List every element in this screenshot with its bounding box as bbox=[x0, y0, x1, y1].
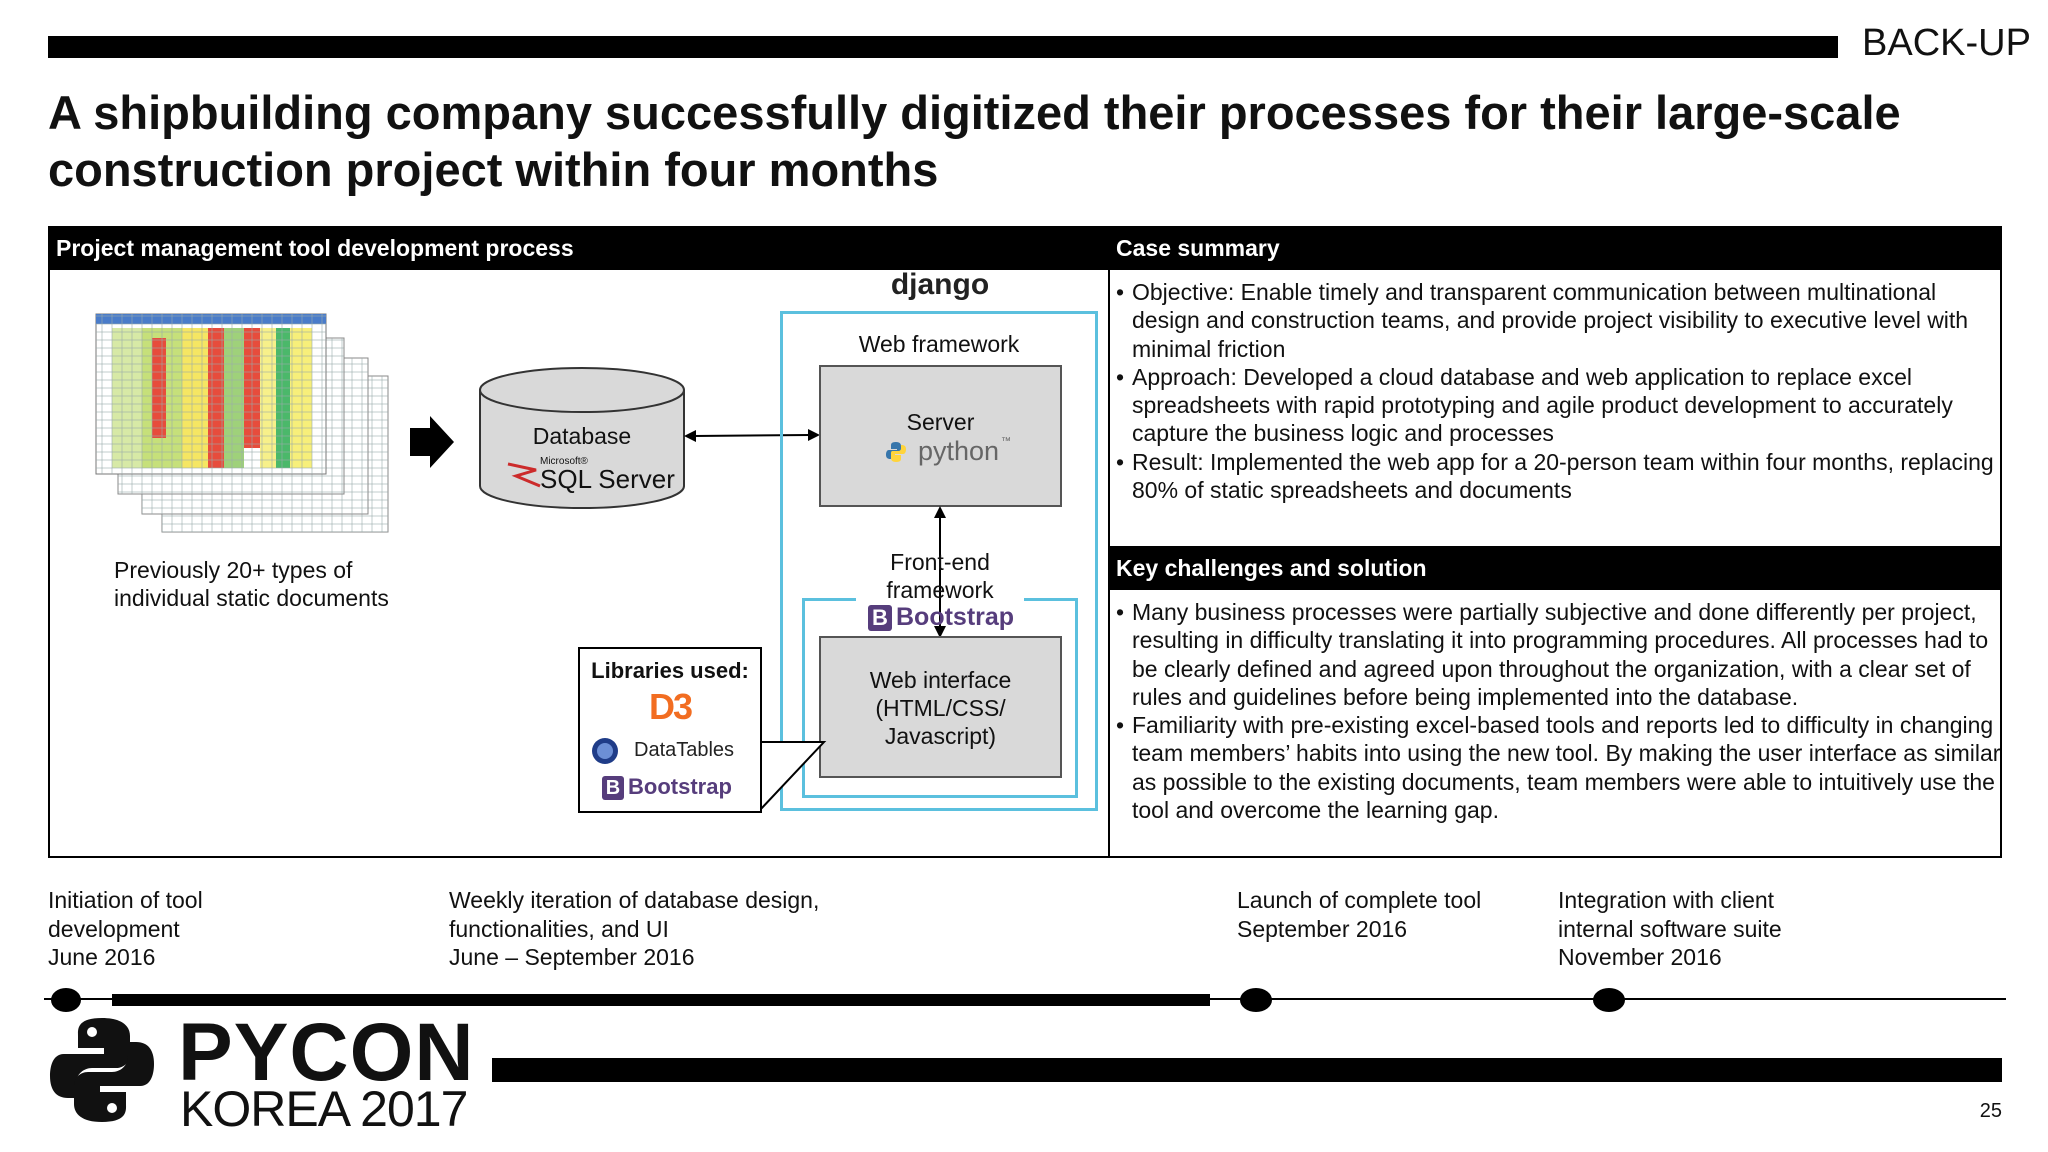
frontend-box-top-left bbox=[802, 598, 856, 601]
slide-title: A shipbuilding company successfully digi… bbox=[48, 86, 1901, 196]
page-number: 25 bbox=[1979, 1100, 2002, 1122]
case-summary-list: Objective: Enable timely and transparent… bbox=[1110, 278, 2000, 504]
libraries-callout-pointer bbox=[759, 741, 827, 811]
datatables-icon bbox=[592, 738, 618, 764]
timeline-track bbox=[44, 988, 2006, 1012]
timeline-line: development bbox=[48, 915, 180, 942]
timeline-label-launch: Launch of complete tool September 2016 bbox=[1237, 886, 1481, 943]
libraries-heading: Libraries used: bbox=[591, 658, 749, 683]
frontend-line: Front-end bbox=[890, 549, 990, 575]
d3-logo: D3 bbox=[648, 686, 693, 727]
timeline-label-integration: Integration with client internal softwar… bbox=[1558, 886, 1782, 972]
python-icon bbox=[886, 442, 906, 462]
python-tm: ™ bbox=[1001, 436, 1011, 447]
sql-server-logo: Microsoft® SQL Server bbox=[506, 454, 676, 498]
python-snake-logo-icon bbox=[50, 1018, 154, 1122]
bootstrap-library-logo: B Bootstrap bbox=[602, 774, 752, 802]
server-label: Server bbox=[906, 409, 975, 435]
caption-line: individual static documents bbox=[114, 585, 389, 611]
right-arrow-icon bbox=[410, 416, 454, 468]
web-interface-label: Web interface (HTML/CSS/ Javascript) bbox=[819, 666, 1062, 750]
timeline-line: Launch of complete tool bbox=[1237, 887, 1482, 913]
timeline-line: functionalities, and UI bbox=[449, 915, 669, 942]
timeline-line: Initiation of tool bbox=[48, 887, 203, 913]
sql-server-text: SQL Server bbox=[540, 464, 675, 494]
web-interface-line: Web interface bbox=[869, 667, 1012, 693]
bootstrap-icon: B bbox=[868, 605, 892, 631]
case-summary-item: Approach: Developed a cloud database and… bbox=[1110, 363, 2000, 448]
timeline-line: June 2016 bbox=[48, 944, 156, 970]
bootstrap-logo: B Bootstrap bbox=[868, 603, 1028, 633]
process-panel-heading: Project management tool development proc… bbox=[48, 226, 1110, 270]
database-icon bbox=[479, 367, 685, 509]
sheet-front bbox=[95, 313, 327, 475]
python-text: python bbox=[918, 436, 1000, 466]
timeline-label-iteration: Weekly iteration of database design, fun… bbox=[449, 886, 819, 972]
datatables-logo: DataTables bbox=[590, 736, 760, 766]
key-challenges-list: Many business processes were partially s… bbox=[1110, 598, 2002, 824]
frontend-framework-box bbox=[802, 598, 1078, 798]
sql-server-icon bbox=[507, 462, 541, 488]
sql-server-small: Microsoft® bbox=[540, 456, 588, 467]
database-label: Database bbox=[532, 423, 632, 449]
web-interface-box bbox=[819, 636, 1062, 778]
case-summary-item: Result: Implemented the web app for a 20… bbox=[1110, 448, 2000, 505]
top-rule bbox=[48, 36, 1838, 58]
db-server-connector bbox=[684, 429, 820, 442]
key-challenges-heading: Key challenges and solution bbox=[1108, 546, 2002, 590]
server-box bbox=[819, 365, 1062, 507]
spreadsheets-illustration bbox=[95, 313, 389, 533]
bootstrap-library-text: Bootstrap bbox=[628, 774, 732, 799]
timeline-line: September 2016 bbox=[1237, 915, 1408, 942]
bootstrap-library-icon: B bbox=[602, 776, 624, 800]
case-summary-item: Objective: Enable timely and transparent… bbox=[1110, 278, 2000, 363]
pycon-subtitle: KOREA 2017 bbox=[180, 1081, 468, 1137]
timeline-line: November 2016 bbox=[1558, 944, 1722, 970]
bootstrap-text: Bootstrap bbox=[896, 603, 1015, 631]
web-framework-label: Web framework bbox=[858, 331, 1020, 357]
timeline-label-initiation: Initiation of tool development June 2016 bbox=[48, 886, 203, 972]
key-challenges-item: Many business processes were partially s… bbox=[1110, 598, 2002, 711]
server-interface-connector bbox=[934, 506, 946, 638]
frontend-line: framework bbox=[886, 577, 994, 603]
timeline-line: June – September 2016 bbox=[449, 944, 695, 970]
key-challenges-item: Familiarity with pre-existing excel-base… bbox=[1110, 711, 2002, 824]
web-interface-line: Javascript) bbox=[884, 723, 997, 749]
frontend-box-top-right bbox=[1024, 598, 1078, 601]
case-summary-heading: Case summary bbox=[1108, 226, 2002, 270]
python-logo: python ™ bbox=[884, 436, 1014, 470]
spreadsheets-caption: Previously 20+ types of individual stati… bbox=[114, 556, 389, 612]
caption-line: Previously 20+ types of bbox=[114, 557, 353, 583]
timeline-line: Integration with client bbox=[1558, 887, 1775, 913]
footer-rule bbox=[492, 1058, 2002, 1082]
timeline-line: internal software suite bbox=[1558, 915, 1782, 942]
pycon-wordmark: PYCON bbox=[178, 1007, 475, 1098]
datatables-text: DataTables bbox=[634, 739, 735, 761]
web-framework-box bbox=[780, 311, 1098, 811]
timeline-line: Weekly iteration of database design, bbox=[449, 887, 820, 913]
web-interface-line: (HTML/CSS/ bbox=[875, 695, 1006, 721]
backup-tag: BACK-UP bbox=[1862, 22, 2031, 64]
django-logo: django bbox=[890, 268, 990, 301]
frontend-label: Front-end framework bbox=[820, 548, 1060, 604]
